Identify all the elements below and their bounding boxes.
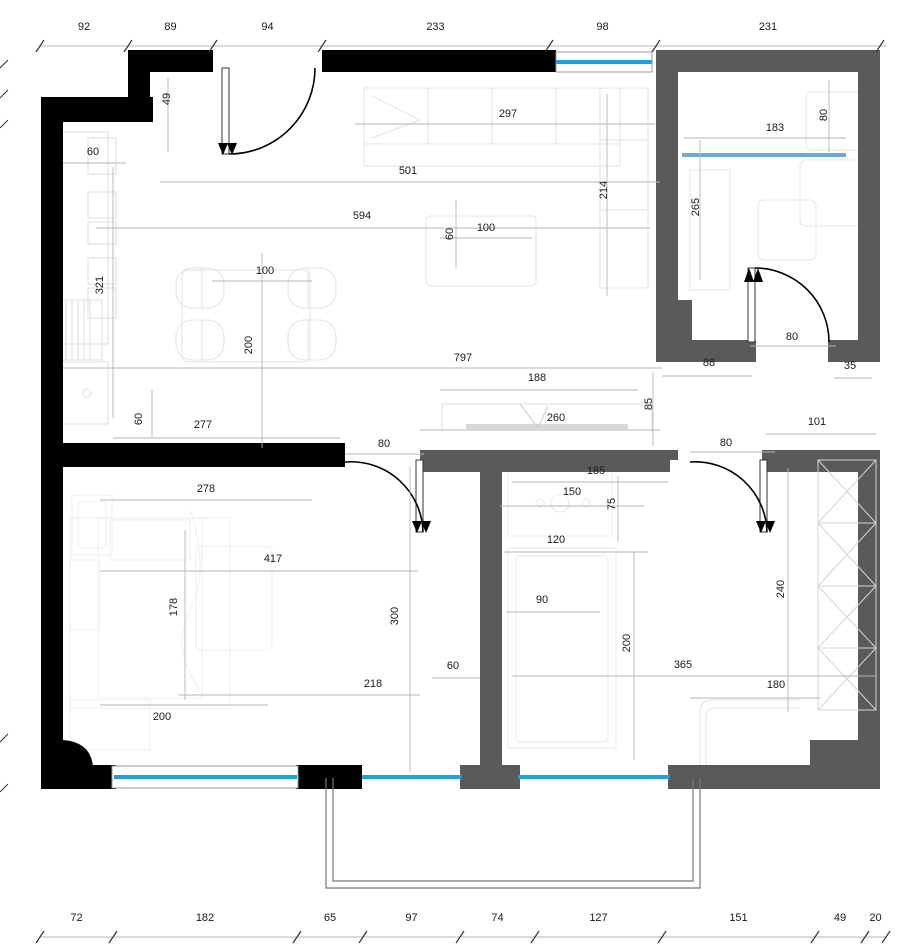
dim-bathroom-183: 183 — [766, 122, 784, 134]
dim-bath-35: 35 — [844, 360, 856, 372]
dim-bathroom-door-80: 80 — [786, 331, 798, 343]
dim-bathroom-265: 265 — [690, 198, 702, 216]
dim-bottom-0: 72 — [70, 912, 82, 924]
dim-tv-188: 188 — [528, 372, 546, 384]
dim-bedroom1-278: 278 — [197, 483, 215, 495]
dim-hall-85: 85 — [643, 398, 655, 410]
dim-sofa-297: 297 — [499, 108, 517, 120]
furniture-kitchen-ghost — [61, 131, 117, 425]
dim-bottom-2: 65 — [324, 912, 336, 924]
wardrobe-hatched — [817, 459, 877, 711]
door-bathroom-upper — [744, 267, 830, 343]
furniture-bedroom-left-ghost — [69, 494, 273, 751]
dim-bath2-75: 75 — [606, 498, 618, 510]
dim-entry-wall-49: 49 — [161, 93, 173, 105]
door-bedroom-right — [689, 459, 775, 533]
dim-bottom-1: 182 — [196, 912, 214, 924]
dim-dining-277: 277 — [194, 419, 212, 431]
dim-dining-100: 100 — [256, 265, 274, 277]
dim-hall-60: 60 — [447, 660, 459, 672]
dim-bedroom1-417: 417 — [264, 553, 282, 565]
dim-bed-200: 200 — [153, 711, 171, 723]
dim-bottom-3: 97 — [405, 912, 417, 924]
dim-bath2-185: 185 — [587, 465, 605, 477]
walls-black — [41, 50, 556, 789]
furniture-dining-ghost — [175, 267, 337, 363]
dim-bath-88: 88 — [703, 357, 715, 369]
dim-bottom-4: 74 — [491, 912, 503, 924]
dim-bath2-90: 90 — [536, 594, 548, 606]
interior-dimension-labels: 60 49 321 501 594 297 214 60 100 100 200 60 277 797 18… — [87, 93, 856, 723]
dim-bedroom1-218: 218 — [364, 678, 382, 690]
dim-living-501: 501 — [399, 165, 417, 177]
dim-bed-178: 178 — [168, 598, 180, 616]
door-bedroom-left — [344, 459, 431, 533]
dim-bedroom2-180: 180 — [767, 679, 785, 691]
dim-bedroom2-101: 101 — [808, 416, 826, 428]
dim-tv-260: 260 — [547, 412, 565, 424]
dim-kitchen-offset-60: 60 — [133, 413, 145, 425]
dim-top-1: 89 — [164, 21, 176, 33]
dim-top-0: 92 — [78, 21, 90, 33]
walls-gray — [420, 50, 880, 789]
dim-bath2-120: 120 — [547, 534, 565, 546]
dim-bottom-6: 151 — [729, 912, 747, 924]
windows-layer — [111, 51, 846, 789]
dim-top-2: 94 — [261, 21, 273, 33]
dim-hall-300: 300 — [389, 607, 401, 625]
dim-kitchen-depth-60: 60 — [87, 146, 99, 158]
top-dimension-chain: 92 89 94 233 98 231 — [78, 21, 777, 33]
dim-bottom-7: 49 — [834, 912, 846, 924]
dim-door-right-80: 80 — [720, 437, 732, 449]
dim-bedroom2-365: 365 — [674, 659, 692, 671]
dim-bath2-200: 200 — [621, 634, 633, 652]
dim-table-100: 100 — [477, 222, 495, 234]
dim-bottom-8: 20 — [869, 912, 881, 924]
dim-kitchen-length-321: 321 — [94, 276, 106, 294]
dim-bath2-150: 150 — [563, 486, 581, 498]
dim-top-3: 233 — [426, 21, 444, 33]
door-entry — [218, 67, 316, 155]
bottom-dimension-chain: 72 182 65 97 74 127 151 49 20 — [70, 912, 881, 924]
dim-table-60: 60 — [444, 228, 456, 240]
furniture-living-ghost — [363, 87, 649, 289]
dim-bottom-5: 127 — [589, 912, 607, 924]
dim-total-797: 797 — [454, 352, 472, 364]
dim-top-4: 98 — [596, 21, 608, 33]
dim-dining-200: 200 — [243, 336, 255, 354]
dim-living-594: 594 — [353, 210, 371, 222]
furniture-bedroom-right-ghost — [699, 699, 800, 775]
dim-wardrobe-240: 240 — [775, 580, 787, 598]
dim-bathroom-80: 80 — [818, 109, 830, 121]
dim-door-left-80: 80 — [378, 438, 390, 450]
balcony-outline — [325, 778, 701, 889]
dim-sofa-214: 214 — [598, 181, 610, 199]
dim-top-5: 231 — [759, 21, 777, 33]
